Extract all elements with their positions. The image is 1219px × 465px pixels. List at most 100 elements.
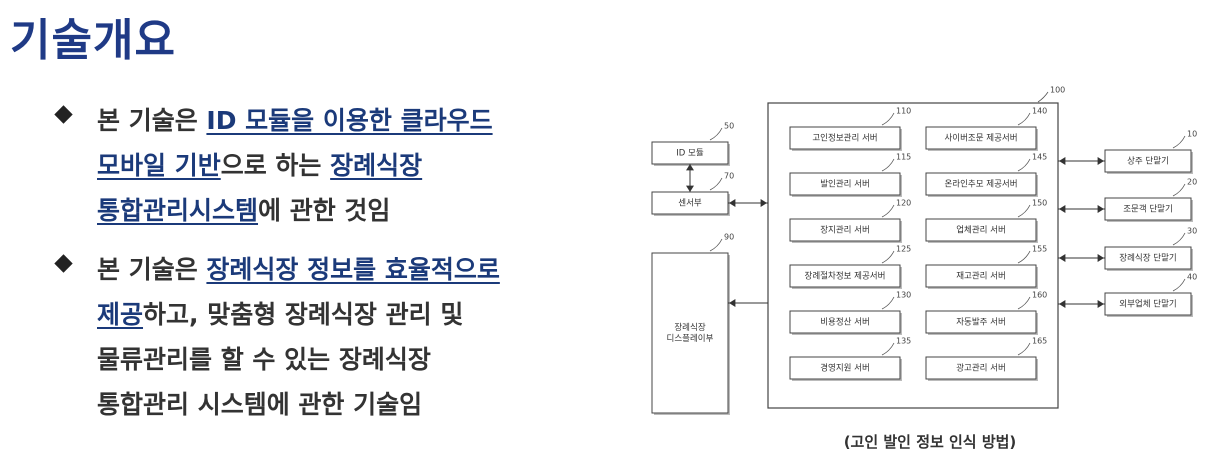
server-box-left-ref: 125	[896, 245, 911, 254]
server-box-right-ref: 140	[1032, 107, 1047, 116]
server-box-right-ref: 165	[1032, 337, 1047, 346]
server-box-left-ref: 120	[896, 199, 911, 208]
display-box-label: 디스플레이부	[667, 333, 714, 344]
bullet-highlight-text: 장례식장	[330, 151, 423, 180]
server-box-left-leader	[881, 296, 895, 310]
id-module-box-label: ID 모듈	[676, 149, 704, 159]
bullet-line: 제공하고, 맞춤형 장례식장 관리 및	[97, 292, 615, 337]
bullet-line: 모바일 기반으로 하는 장례식장	[97, 143, 615, 188]
server-box-left-ref: 135	[896, 337, 911, 346]
sensor-box-label: 센서부	[678, 198, 702, 209]
bullet-text: 본 기술은	[97, 255, 207, 284]
server-box-right-leader	[1017, 158, 1031, 172]
figure-caption: (고인 발인 정보 인식 방법)	[843, 433, 1017, 451]
terminal-box-leader	[1172, 278, 1186, 292]
server-box-left-label: 비용정산 서버	[820, 317, 870, 328]
server-box-right-leader	[1017, 112, 1031, 126]
server-box-right	[925, 310, 1037, 334]
server-box-left-leader	[881, 112, 895, 126]
server-box-right-ref: 155	[1032, 245, 1047, 254]
bullet-line: 물류관리를 할 수 있는 장례식장	[97, 337, 615, 382]
server-box-left	[789, 126, 901, 150]
id-sensor-arrow-down	[686, 185, 694, 192]
bullet-highlight-text: 모바일 기반	[97, 151, 221, 180]
server-box-left	[789, 356, 901, 380]
id-module-box-ref: 50	[724, 122, 734, 131]
server-box-left-ref: 115	[896, 153, 911, 162]
terminal-box-ref: 30	[1187, 227, 1197, 236]
diamond-bullet-icon	[54, 105, 73, 124]
server-box-right-label: 광고관리 서버	[956, 363, 1006, 374]
terminal-box-ref: 40	[1187, 273, 1197, 282]
bullet-highlight-text: 통합관리시스템	[97, 196, 259, 225]
server-box-right	[925, 126, 1037, 150]
server-box-left-label: 경영지원 서버	[820, 363, 870, 374]
terminal-arrow-right	[1097, 300, 1104, 308]
display-box	[651, 252, 729, 414]
server-box-left	[789, 264, 901, 288]
terminal-box-leader	[1172, 135, 1186, 149]
terminal-arrow-right	[1097, 205, 1104, 213]
server-box-left	[789, 172, 901, 196]
bullet-highlight-text: 장례식장 정보를 효율적으로	[206, 255, 500, 284]
server-box-right	[925, 264, 1037, 288]
server-box-right-label: 자동발주 서버	[956, 317, 1006, 328]
terminal-box-label: 외부업체 단말기	[1119, 299, 1176, 310]
terminal-arrow-left	[1059, 205, 1066, 213]
server-box-left-ref: 130	[896, 291, 911, 300]
system-diagram: 100 고인정보관리 서버 110 발인관리 서버 115 장지관리 서버 120 장례절차정…	[651, 86, 1197, 415]
terminal-box-leader	[1172, 183, 1186, 197]
server-box-left-label: 고인정보관리 서버	[812, 133, 877, 144]
display-box-leader	[709, 238, 723, 252]
terminal-arrow-left	[1059, 157, 1066, 165]
server-box-right-ref: 150	[1032, 199, 1047, 208]
server-box-right	[925, 218, 1037, 242]
terminal-box-ref: 20	[1187, 178, 1197, 187]
bullet-list: 본 기술은 ID 모듈을 이용한 클라우드 모바일 기반으로 하는 장례식장 통…	[54, 98, 615, 441]
bullet-text: 본 기술은	[97, 106, 207, 135]
terminal-box-label: 상주 단말기	[1127, 156, 1169, 167]
bullet-highlight-text: ID 모듈을 이용한 클라우드	[206, 106, 493, 135]
server-box-right-ref: 145	[1032, 153, 1047, 162]
server-box-left-leader	[881, 158, 895, 172]
server-box-left-label: 장지관리 서버	[820, 225, 870, 236]
sensor-arrow-right	[760, 199, 767, 207]
server-box-left-label: 발인관리 서버	[820, 179, 870, 190]
server-box-left-label: 장례절차정보 제공서버	[805, 271, 886, 282]
bullet-line: 본 기술은 장례식장 정보를 효율적으로	[97, 247, 615, 292]
system-frame-ref: 100	[1050, 86, 1065, 95]
id-sensor-arrow-up	[686, 164, 694, 171]
bullet-text: 하고, 맞춤형 장례식장 관리 및	[143, 300, 464, 329]
bullet-item-1: 본 기술은 ID 모듈을 이용한 클라우드 모바일 기반으로 하는 장례식장 통…	[54, 98, 615, 233]
server-box-right-leader	[1017, 250, 1031, 264]
server-box-left-leader	[881, 250, 895, 264]
bullet-text: 으로 하는	[220, 151, 331, 180]
terminal-box-label: 조문객 단말기	[1123, 204, 1173, 215]
bullet-text: 에 관한 것임	[258, 196, 391, 225]
display-box-label: 장례식장	[674, 322, 705, 333]
server-box-left-ref: 110	[896, 107, 911, 116]
diamond-bullet-icon	[54, 254, 73, 273]
server-box-right-label: 사이버조문 제공서버	[944, 133, 1017, 144]
system-frame-leader	[1037, 91, 1049, 103]
bullet-item-2: 본 기술은 장례식장 정보를 효율적으로 제공하고, 맞춤형 장례식장 관리 및…	[54, 247, 615, 427]
sensor-box-leader	[709, 177, 723, 191]
server-box-right-leader	[1017, 342, 1031, 356]
bullet-line: 통합관리 시스템에 관한 기술임	[97, 382, 615, 427]
system-diagram-figure: 100 고인정보관리 서버 110 발인관리 서버 115 장지관리 서버 120 장례절차정…	[640, 85, 1210, 460]
sensor-box-ref: 70	[724, 172, 734, 181]
server-box-right-ref: 160	[1032, 291, 1047, 300]
server-box-right-label: 온라인추모 제공서버	[944, 179, 1017, 190]
terminal-box-ref: 10	[1187, 130, 1197, 139]
server-box-right-label: 업체관리 서버	[956, 225, 1006, 236]
display-arrow-left	[729, 299, 736, 307]
bullet-highlight-text: 제공	[97, 300, 144, 329]
sensor-arrow-left	[729, 199, 736, 207]
server-box-right-leader	[1017, 204, 1031, 218]
server-box-left-leader	[881, 342, 895, 356]
terminal-arrow-right	[1097, 157, 1104, 165]
server-box-right	[925, 356, 1037, 380]
terminal-arrow-left	[1059, 300, 1066, 308]
bullet-text: 통합관리 시스템에 관한 기술임	[97, 390, 423, 419]
terminal-box-label: 장례식장 단말기	[1119, 253, 1176, 264]
